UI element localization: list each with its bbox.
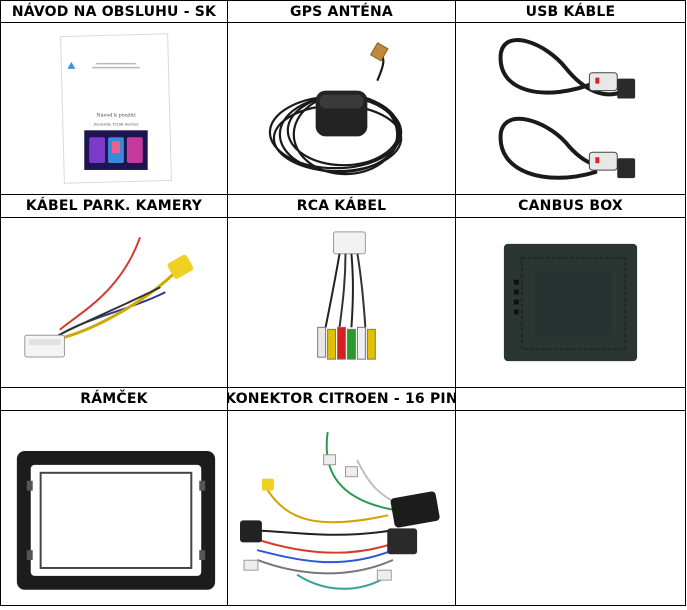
gps-antenna-illustration [268,42,403,176]
header-camera-cable: KÁBEL PARK. KAMERY [0,195,228,218]
canbus-box-illustration [503,243,638,362]
rca-plug-yellow-2 [261,478,274,491]
empty-cell [456,411,686,606]
citroen-16pin-plug [387,528,418,555]
camera-cable-illustration [24,237,194,358]
gps-antenna-photo [228,23,456,195]
manual-title: Návod k použití [96,111,136,118]
rca-plug-yellow [167,254,194,279]
header-usb-cables: USB KÁBLE [456,0,686,23]
iso-plug [240,520,262,543]
rca-cable-illustration [317,231,376,360]
usb-connector-2 [588,151,618,171]
harness-connector [24,334,65,358]
manual-photo: Návod k použití Autorádio 7010B Android [0,23,228,195]
header-frame: RÁMČEK [0,388,228,411]
manual-subtitle: Autorádio 7010B Android [94,122,139,126]
rca-cable-photo [228,218,456,388]
header-manual: NÁVOD NA OBSLUHU - SK [0,0,228,23]
header-gps-antenna: GPS ANTÉNA [228,0,456,23]
header-citroen-connector: KONEKTOR CITROEN - 16 PIN [228,388,456,411]
frame-photo [0,411,228,606]
header-empty [456,388,686,411]
canbus-connector [390,491,440,528]
usb-cables-illustration [498,38,636,180]
rca-harness-plug [333,231,366,255]
canbus-box-photo [456,218,686,388]
usb-connector-1 [588,72,618,92]
camera-cable-photo [0,218,228,388]
manual-illustration: Návod k použití Autorádio 7010B Android [60,33,172,184]
header-rca-cable: RCA KÁBEL [228,195,456,218]
citroen-connector-photo [228,411,456,606]
frame-illustration [16,451,216,590]
usb-cables-photo [456,23,686,195]
citroen-connector-illustration [240,431,440,590]
header-canbus-box: CANBUS BOX [456,195,686,218]
